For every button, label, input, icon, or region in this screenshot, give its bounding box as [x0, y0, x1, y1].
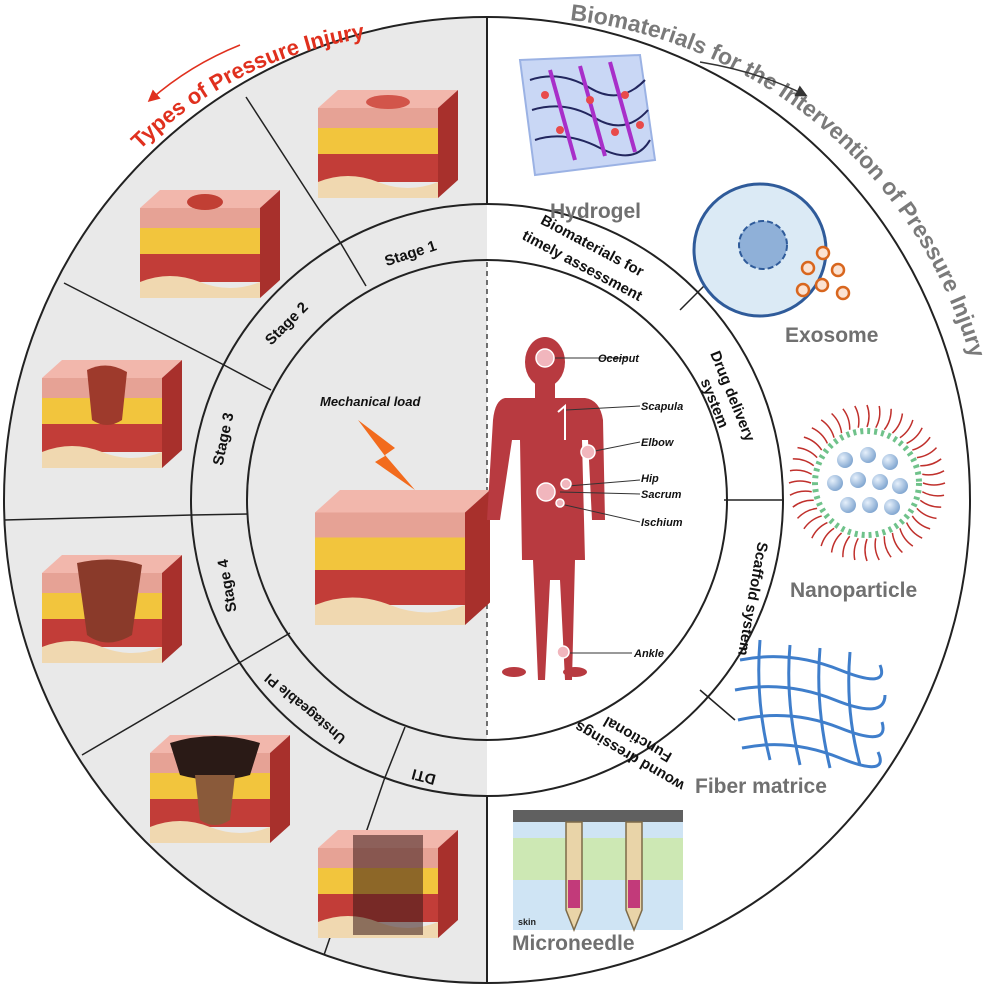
nanoparticle-polymer-chain — [797, 446, 818, 459]
nanoparticle-polymer-chain — [899, 419, 914, 439]
nanoparticle-label: Nanoparticle — [790, 579, 917, 602]
nanoparticle-polymer-chain — [789, 469, 813, 475]
lightning-icon — [358, 420, 415, 490]
nanoparticle-polymer-chain — [922, 470, 945, 476]
microneedle-illustration — [513, 810, 683, 933]
nanoparticle-polymer-chain — [906, 427, 923, 445]
fiber-matrix-illustration — [734, 639, 887, 769]
nanoparticle-polymer-chain — [803, 436, 823, 451]
stage3-illustration — [42, 360, 182, 468]
nanoparticle-polymer-chain — [921, 491, 945, 497]
left-title-arrow — [147, 44, 241, 102]
mechanical-load-label: Mechanical load — [320, 394, 421, 409]
middle-left-dividers — [191, 241, 406, 781]
nanoparticle-polymer-chain — [912, 436, 931, 451]
center-skin-illustration — [315, 490, 490, 625]
nanoparticle-polymer-chain — [916, 447, 938, 459]
nanoparticle-polymer-chain — [831, 412, 843, 434]
nanoparticle-polymer-chain — [853, 537, 859, 561]
assessment-label: Biomaterials for timely assessment — [519, 212, 646, 305]
stage2-illustration — [140, 190, 280, 298]
hydrogel-label: Hydrogel — [550, 200, 641, 223]
exosome-illustration — [692, 182, 851, 318]
nanoparticle-polymer-chain — [891, 532, 903, 554]
nanoparticle-polymer-chain — [891, 413, 904, 434]
nanoparticle-polymer-chain — [789, 490, 812, 496]
nanoparticle-polymer-chain — [854, 405, 860, 428]
nanoparticle-polymer-chain — [811, 427, 829, 444]
site-scapula: Scapula — [641, 401, 683, 413]
right-title-arrow — [699, 61, 808, 97]
nanoparticle-polymer-chain — [919, 499, 942, 508]
stage4-illustration — [42, 555, 182, 663]
nanoparticle-illustration — [788, 404, 946, 562]
pressure-leaders — [555, 357, 641, 654]
hydrogel-illustration — [518, 53, 657, 177]
fiber-matrix-label: Fiber matrice — [695, 775, 827, 798]
dti-label: DTI — [410, 765, 438, 788]
middle-right-dividers — [679, 279, 783, 721]
human-body-figure — [487, 337, 605, 680]
nanoparticle-polymer-chain — [905, 522, 923, 539]
nanoparticle-polymer-chain — [883, 536, 892, 558]
nanoparticle-polymer-chain — [866, 404, 870, 428]
site-ischium: Ischium — [641, 517, 683, 529]
stage1-illustration — [318, 90, 458, 198]
nanoparticle-polymer-chain — [792, 499, 814, 508]
unstageable-illustration — [150, 735, 290, 843]
nanoparticle-polymer-chain — [788, 480, 812, 484]
nanoparticle-polymer-chain — [820, 527, 835, 547]
pressure-points — [535, 348, 596, 659]
nanoparticle-polymer-chain — [830, 532, 843, 553]
exosome-label: Exosome — [785, 324, 878, 347]
site-elbow: Elbow — [641, 437, 675, 449]
nanoparticle-polymer-chain — [864, 538, 868, 562]
nanoparticle-polymer-chain — [916, 507, 937, 520]
microneedle-label: Microneedle — [512, 932, 635, 955]
nanoparticle-polymer-chain — [842, 408, 851, 430]
nanoparticle-polymer-chain — [920, 458, 942, 467]
nanoparticle-polymer-chain — [874, 538, 880, 561]
scapula-marker — [557, 403, 566, 440]
dti-illustration — [318, 830, 458, 938]
nanoparticle-polymer-chain — [922, 482, 946, 486]
site-hip: Hip — [641, 473, 659, 485]
skin-tag: skin — [518, 917, 536, 927]
nanoparticle-polymer-chain — [911, 515, 931, 530]
nanoparticle-polymer-chain — [792, 458, 815, 467]
site-sacrum: Sacrum — [641, 489, 682, 501]
nanoparticle-polymer-chain — [899, 528, 914, 547]
nanoparticle-polymer-chain — [803, 515, 822, 530]
wound-dressing-label: Functional wound dressings — [572, 713, 688, 795]
nanoparticle-polymer-chain — [875, 405, 881, 429]
nanoparticle-polymer-chain — [820, 419, 835, 438]
nanoparticle-polymer-chain — [811, 521, 828, 539]
site-ankle: Ankle — [633, 648, 664, 660]
nanoparticle-polymer-chain — [796, 507, 818, 519]
site-occiput: Oceiput — [598, 353, 640, 365]
nanoparticle-polymer-chain — [883, 408, 892, 431]
nanoparticle-polymer-chain — [842, 535, 851, 558]
